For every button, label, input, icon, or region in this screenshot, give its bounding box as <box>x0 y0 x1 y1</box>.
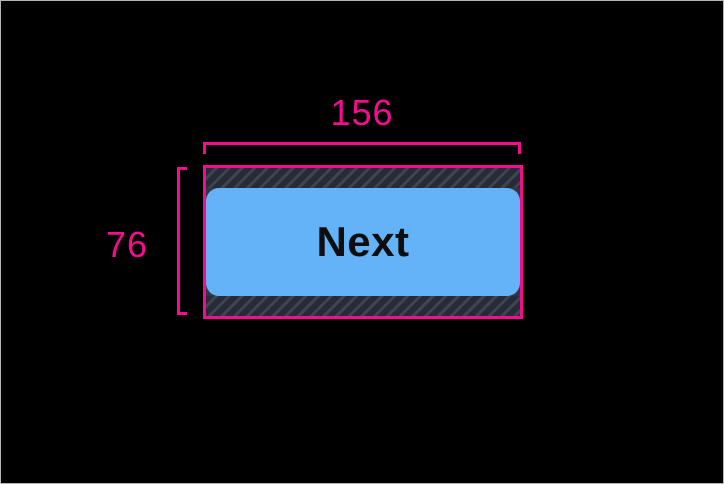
next-button[interactable]: Next <box>206 188 520 296</box>
height-measurement-bracket <box>177 167 187 315</box>
width-measurement-label: 156 <box>330 92 394 133</box>
padding-hatch-top <box>206 168 520 188</box>
padding-hatch-bottom <box>206 296 520 316</box>
widget-bounds-box: Next <box>203 165 523 319</box>
width-measurement-bracket <box>203 142 521 154</box>
height-measurement-label: 76 <box>105 224 149 265</box>
